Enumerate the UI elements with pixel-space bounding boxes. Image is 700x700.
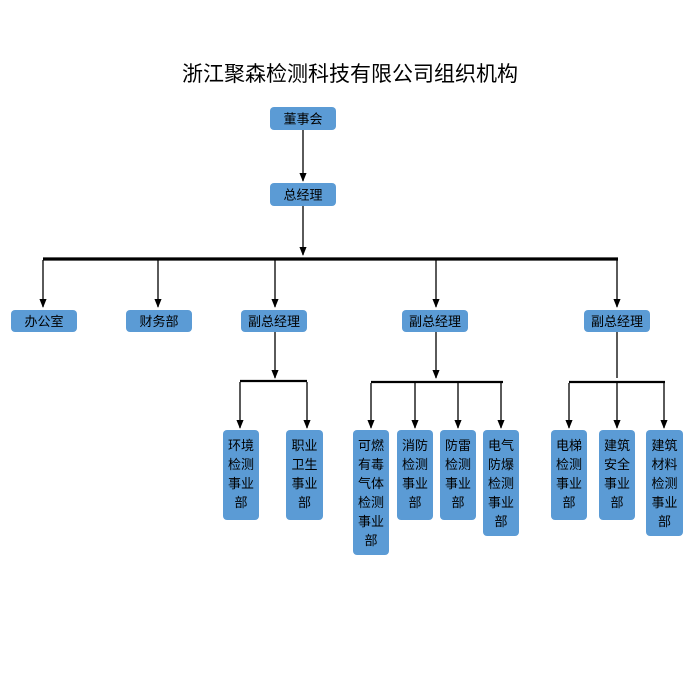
node-box — [599, 430, 635, 520]
node-box — [402, 310, 468, 332]
node-vgm2: 副总经理 — [402, 310, 468, 332]
node-vgm1: 副总经理 — [241, 310, 307, 332]
node-label: 副总经理 — [409, 315, 461, 330]
node-box — [646, 430, 683, 536]
node-label: 董事会 — [283, 113, 322, 128]
node-label: 建筑安全事业部 — [604, 438, 630, 511]
node-explosion: 电气防爆检测事业部 — [483, 430, 519, 536]
node-box — [483, 430, 519, 536]
node-vgm3: 副总经理 — [584, 310, 650, 332]
node-label: 电气防爆检测事业部 — [488, 438, 514, 530]
connector-lines — [39, 130, 668, 429]
node-label: 环境检测事业部 — [228, 439, 254, 511]
node-box — [126, 310, 192, 332]
node-box — [286, 430, 323, 520]
node-label: 财务部 — [139, 314, 178, 330]
node-fire: 消防检测事业部 — [397, 430, 433, 520]
node-box — [551, 430, 587, 520]
node-label: 总经理 — [283, 189, 322, 204]
node-board: 董事会 — [270, 107, 336, 130]
node-label: 副总经理 — [591, 315, 643, 330]
node-material: 建筑材料检测事业部 — [646, 430, 683, 536]
node-box — [270, 183, 336, 206]
node-finance: 财务部 — [126, 310, 192, 332]
node-label: 消防检测事业部 — [402, 438, 428, 511]
node-occ: 职业卫生事业部 — [286, 430, 323, 520]
node-label: 电梯检测事业部 — [556, 439, 582, 511]
node-gas: 可燃有毒气体检测事业部 — [353, 430, 389, 555]
node-box — [11, 310, 77, 332]
node-env: 环境检测事业部 — [223, 430, 259, 520]
node-box — [440, 430, 476, 520]
node-label: 可燃有毒气体检测事业部 — [358, 438, 384, 549]
node-box — [241, 310, 307, 332]
node-box — [223, 430, 259, 520]
node-label: 防雷检测事业部 — [445, 438, 471, 511]
node-box — [584, 310, 650, 332]
node-gm: 总经理 — [270, 183, 336, 206]
node-label: 副总经理 — [248, 315, 300, 330]
node-label: 职业卫生事业部 — [291, 439, 317, 511]
node-box — [353, 430, 389, 555]
node-lightning: 防雷检测事业部 — [440, 430, 476, 520]
node-box — [270, 107, 336, 130]
node-elevator: 电梯检测事业部 — [551, 430, 587, 520]
node-office: 办公室 — [11, 310, 77, 332]
chart-title: 浙江聚森检测科技有限公司组织机构 — [182, 62, 518, 86]
node-label: 建筑材料检测事业部 — [651, 438, 677, 530]
node-box — [397, 430, 433, 520]
node-label: 办公室 — [24, 314, 63, 330]
node-safety: 建筑安全事业部 — [599, 430, 635, 520]
